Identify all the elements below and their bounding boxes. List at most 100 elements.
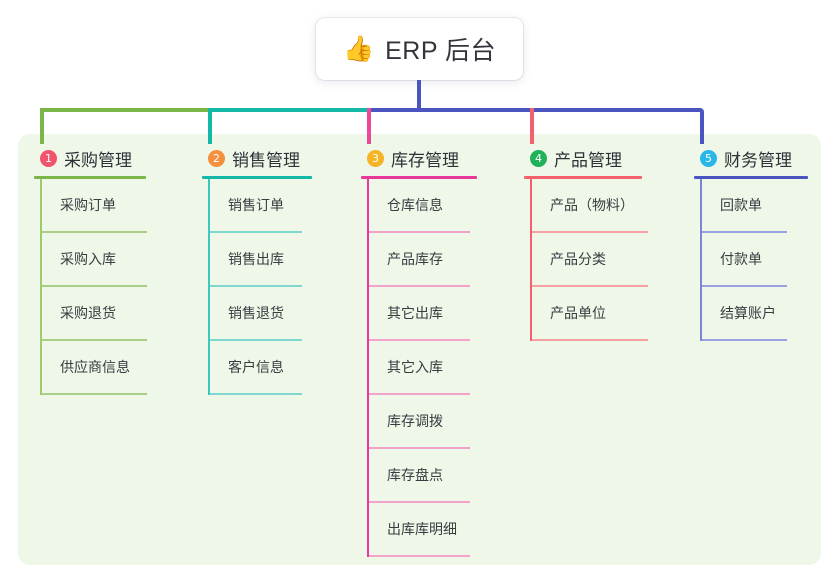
bus-segment-purchase — [40, 108, 208, 112]
leaf-item[interactable]: 客户信息 — [208, 341, 320, 395]
branch-rail-inventory — [367, 179, 369, 557]
bus-segment-sales — [208, 108, 367, 112]
bus-segment-stock-to-finance — [367, 108, 701, 112]
leaf-item-underline — [210, 231, 302, 233]
leaf-item-label: 其它出库 — [387, 305, 443, 321]
leaf-item-label: 库存盘点 — [387, 467, 443, 483]
leaf-item-label: 结算账户 — [720, 305, 776, 321]
leaf-item-label: 销售出库 — [228, 251, 284, 267]
leaf-item[interactable]: 采购退货 — [40, 287, 165, 341]
branch-title-inventory: 库存管理 — [391, 150, 459, 170]
branch-header-purchase[interactable]: 1 采购管理 — [34, 146, 146, 170]
branch-rail-sales — [208, 179, 210, 395]
branch-underline-sales — [202, 176, 312, 179]
drop-finance — [700, 108, 704, 144]
branch-title-purchase: 采购管理 — [64, 150, 132, 170]
leaf-item-underline — [532, 339, 648, 341]
leaf-item-underline — [210, 339, 302, 341]
branch-column-sales: 2 销售管理 — [202, 146, 312, 179]
branch-header-sales[interactable]: 2 销售管理 — [202, 146, 312, 170]
drop-product — [530, 108, 534, 144]
branch-underline-purchase — [34, 176, 146, 179]
leaf-item[interactable]: 其它入库 — [367, 341, 488, 395]
leaf-item-underline — [210, 393, 302, 395]
leaf-item-label: 销售退货 — [228, 305, 284, 321]
leaf-item-label: 其它入库 — [387, 359, 443, 375]
leaf-item[interactable]: 库存调拨 — [367, 395, 488, 449]
leaf-item-label: 库存调拨 — [387, 413, 443, 429]
leaf-item-underline — [369, 447, 470, 449]
leaf-item-label: 出库库明细 — [387, 521, 457, 537]
root-node-title: ERP 后台 — [385, 37, 497, 65]
leaf-item[interactable]: 采购订单 — [40, 179, 165, 233]
leaf-item[interactable]: 其它出库 — [367, 287, 488, 341]
drop-sales — [208, 108, 212, 144]
leaf-item-underline — [369, 231, 470, 233]
leaf-item-label: 产品（物料） — [550, 197, 634, 213]
leaf-item[interactable]: 产品库存 — [367, 233, 488, 287]
leaf-item[interactable]: 付款单 — [700, 233, 805, 287]
leaf-item-underline — [369, 285, 470, 287]
leaf-item-underline — [42, 339, 147, 341]
branch-column-finance: 5 财务管理 — [694, 146, 808, 179]
leaf-item[interactable]: 供应商信息 — [40, 341, 165, 395]
leaf-item-underline — [369, 555, 470, 557]
leaf-item-underline — [42, 393, 147, 395]
branch-header-finance[interactable]: 5 财务管理 — [694, 146, 808, 170]
leaf-item-underline — [369, 393, 470, 395]
branch-underline-inventory — [361, 176, 477, 179]
leaf-item-underline — [702, 285, 787, 287]
leaf-item[interactable]: 销售订单 — [208, 179, 320, 233]
leaf-item[interactable]: 采购入库 — [40, 233, 165, 287]
leaf-item-label: 付款单 — [720, 251, 762, 267]
branch-number-badge-inventory: 3 — [367, 149, 384, 167]
leaf-item-label: 采购退货 — [60, 305, 116, 321]
leaf-item[interactable]: 销售出库 — [208, 233, 320, 287]
leaf-item-underline — [369, 339, 470, 341]
leaf-item[interactable]: 库存盘点 — [367, 449, 488, 503]
branch-column-inventory: 3 库存管理 — [361, 146, 477, 179]
leaf-item-label: 产品单位 — [550, 305, 606, 321]
leaf-item-underline — [702, 339, 787, 341]
thumbs-up-icon: 👍 — [342, 34, 375, 63]
leaf-item[interactable]: 回款单 — [700, 179, 805, 233]
leaf-item-label: 产品分类 — [550, 251, 606, 267]
leaf-item[interactable]: 产品单位 — [530, 287, 666, 341]
leaf-item[interactable]: 出库库明细 — [367, 503, 488, 557]
leaf-item-underline — [702, 231, 787, 233]
leaf-item-underline — [42, 285, 147, 287]
branch-number-badge-product: 4 — [530, 149, 547, 167]
branch-rail-product — [530, 179, 532, 341]
leaf-item-label: 仓库信息 — [387, 197, 443, 213]
leaf-item-underline — [369, 501, 470, 503]
leaf-item[interactable]: 销售退货 — [208, 287, 320, 341]
branch-number-badge-purchase: 1 — [40, 149, 57, 167]
branch-rail-finance — [700, 179, 702, 341]
leaf-item-label: 回款单 — [720, 197, 762, 213]
branch-header-inventory[interactable]: 3 库存管理 — [361, 146, 477, 170]
leaf-item-underline — [42, 231, 147, 233]
branch-number-badge-finance: 5 — [700, 149, 717, 167]
root-node-erp-backend[interactable]: 👍 ERP 后台 — [316, 18, 523, 80]
leaf-item-label: 采购入库 — [60, 251, 116, 267]
leaf-item-label: 销售订单 — [228, 197, 284, 213]
branch-title-sales: 销售管理 — [232, 150, 300, 170]
leaf-item[interactable]: 产品（物料） — [530, 179, 666, 233]
branch-number-badge-sales: 2 — [208, 149, 225, 167]
diagram-background-panel — [18, 134, 821, 565]
leaf-item-label: 供应商信息 — [60, 359, 130, 375]
leaf-item[interactable]: 仓库信息 — [367, 179, 488, 233]
leaf-item-underline — [210, 285, 302, 287]
leaf-item[interactable]: 结算账户 — [700, 287, 805, 341]
branch-column-purchase: 1 采购管理 — [34, 146, 146, 179]
leaf-item-label: 客户信息 — [228, 359, 284, 375]
branch-underline-product — [524, 176, 642, 179]
leaf-item[interactable]: 产品分类 — [530, 233, 666, 287]
leaf-item-underline — [532, 285, 648, 287]
leaf-item-label: 产品库存 — [387, 251, 443, 267]
drop-purchase — [40, 108, 44, 144]
branch-title-finance: 财务管理 — [724, 150, 792, 170]
leaf-item-underline — [532, 231, 648, 233]
